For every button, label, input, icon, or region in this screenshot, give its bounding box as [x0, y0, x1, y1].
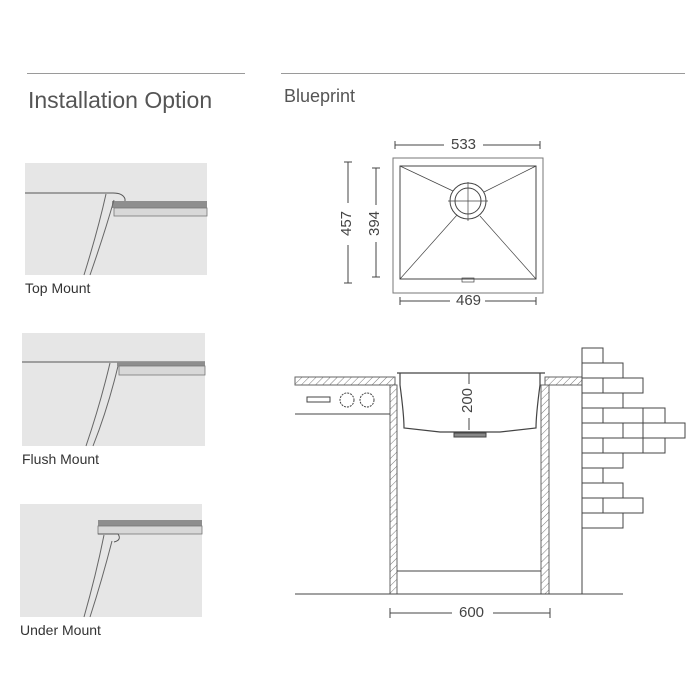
- brick: [602, 407, 644, 424]
- sink-top-view: [344, 141, 544, 305]
- option-label-flush-mount: Flush Mount: [22, 451, 100, 467]
- flush-mount-illustration: [22, 333, 206, 447]
- brick: [581, 407, 604, 424]
- brick: [642, 422, 686, 439]
- under-mount-illustration: [20, 504, 203, 618]
- brick-wall: [581, 347, 686, 529]
- brick: [581, 497, 604, 514]
- left-divider: [27, 73, 245, 74]
- dim-width-inner: 469: [456, 292, 482, 309]
- brick: [581, 467, 604, 484]
- brick: [581, 482, 624, 499]
- brick: [581, 422, 624, 439]
- brick: [602, 437, 644, 454]
- installation-option-title: Installation Option: [28, 87, 213, 113]
- option-label-under-mount: Under Mount: [20, 622, 101, 638]
- top-mount-illustration: [25, 163, 208, 276]
- sink-side-view: [294, 347, 686, 618]
- brick: [581, 377, 604, 394]
- dim-depth-outer: 457: [338, 210, 356, 237]
- brick: [581, 512, 624, 529]
- dim-bowl-depth: 200: [459, 387, 477, 414]
- brick: [642, 437, 666, 454]
- dim-depth-inner: 394: [366, 210, 384, 237]
- brick: [602, 377, 644, 394]
- right-divider: [281, 73, 685, 74]
- option-label-top-mount: Top Mount: [25, 280, 91, 296]
- brick: [581, 437, 604, 454]
- dim-cabinet-width: 600: [459, 604, 485, 621]
- brick: [602, 497, 644, 514]
- brick: [581, 452, 624, 469]
- brick: [622, 422, 644, 439]
- brick: [642, 407, 666, 424]
- dim-width-outer: 533: [451, 136, 477, 153]
- brick: [581, 362, 624, 379]
- blueprint-title: Blueprint: [284, 86, 356, 106]
- brick: [581, 392, 624, 409]
- brick: [581, 347, 604, 364]
